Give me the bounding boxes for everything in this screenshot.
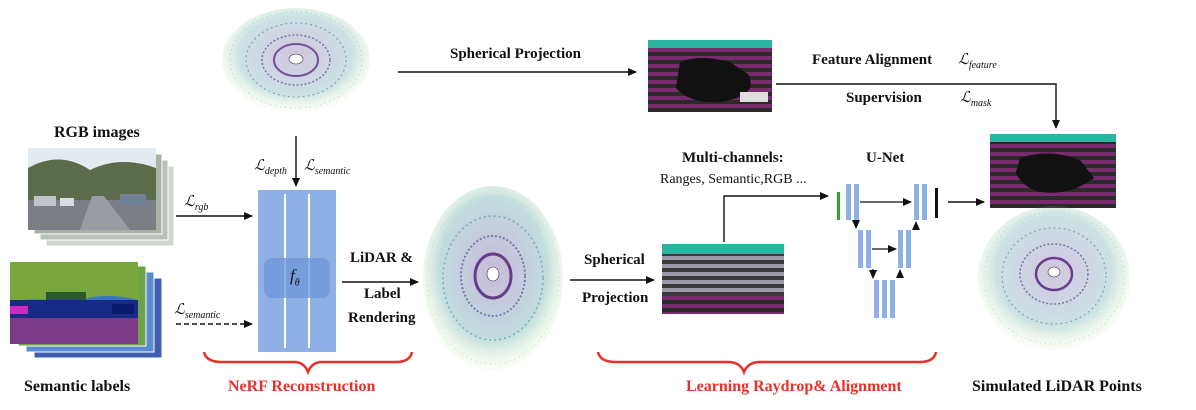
unet (837, 184, 938, 318)
simulated-lidar-label: Simulated LiDAR Points (972, 378, 1142, 395)
multi-channels-title: Multi-channels: (682, 150, 784, 166)
unet-output-bar (935, 188, 938, 218)
nerf-network (258, 190, 336, 352)
semantic-labels-stack (10, 262, 163, 359)
lidar-rendering-line2: Label (364, 286, 401, 302)
range-image-output (990, 134, 1116, 208)
semantic-label-front (10, 262, 138, 344)
multi-channels-list: Ranges, Semantic,RGB ... (660, 172, 807, 187)
unet-label: U-Net (866, 150, 905, 166)
lidar-rendering-line3: Rendering (348, 310, 416, 326)
point-cloud-middle (423, 186, 563, 370)
semantic-labels-label: Semantic labels (24, 378, 131, 395)
arrows (176, 68, 1060, 328)
unet-input-bar (837, 192, 840, 220)
supervision-label: Supervision (846, 90, 922, 106)
loss-semantic-left: ℒsemantic (174, 302, 221, 321)
learning-raydrop-label: Learning Raydrop& Alignment (686, 378, 902, 395)
spherical-projection-mid-line1: Spherical (584, 252, 645, 268)
point-cloud-top (222, 8, 370, 112)
loss-feature: ℒfeature (958, 52, 997, 71)
loss-mask: ℒmask (960, 90, 992, 109)
loss-depth: ℒdepth (254, 158, 288, 177)
arrow-multichannel (723, 192, 829, 242)
lidar-rendering-line1: LiDAR & (350, 250, 413, 266)
loss-semantic-top: ℒsemantic (304, 158, 351, 177)
nerf-reconstruction-label: NeRF Reconstruction (228, 378, 376, 395)
range-image-middle (662, 244, 784, 314)
f-theta-label: fθ (290, 266, 300, 289)
rgb-image-front (28, 148, 156, 230)
rgb-images-stack (28, 148, 175, 247)
arrow-supervision (776, 83, 1060, 129)
range-image-top (648, 40, 772, 112)
spherical-projection-mid-line2: Projection (582, 290, 649, 306)
spherical-projection-top-label: Spherical Projection (450, 46, 581, 62)
brace-nerf (202, 351, 414, 376)
brace-raydrop (596, 351, 938, 376)
rgb-images-label: RGB images (54, 124, 140, 141)
loss-rgb: ℒrgb (184, 194, 209, 213)
point-cloud-output (978, 206, 1130, 350)
feature-alignment-label: Feature Alignment (812, 52, 933, 68)
